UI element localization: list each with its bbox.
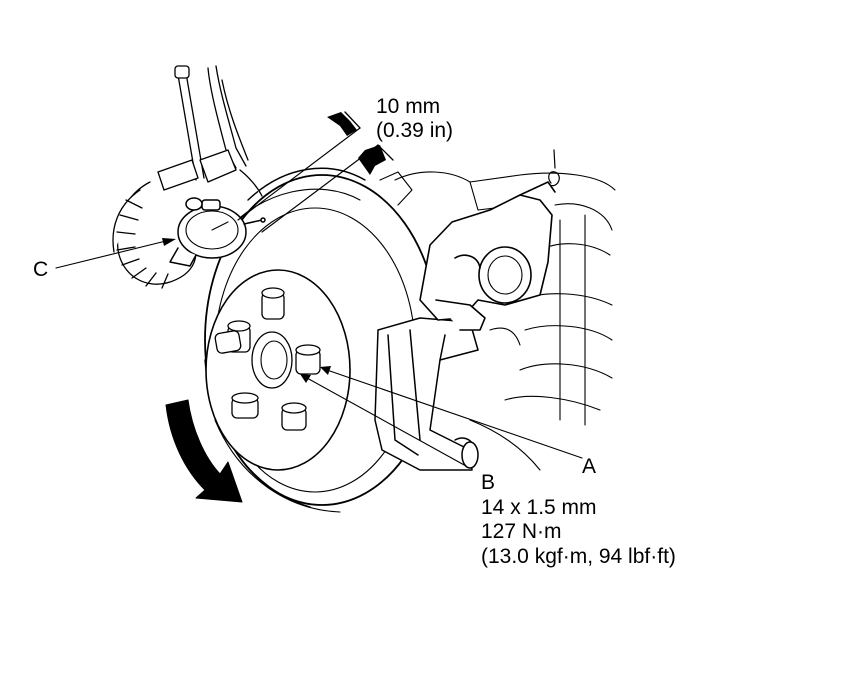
bolt-size: 14 x 1.5 mm — [481, 496, 597, 519]
callout-c: C — [33, 258, 49, 281]
bolt-torque-metric: 127 N·m — [481, 520, 562, 543]
callout-a: A — [582, 455, 597, 478]
wheel-studs — [214, 287, 321, 431]
rotation-arrow — [165, 399, 243, 503]
dimension-metric: 10 mm — [376, 95, 441, 118]
caliper-bracket — [374, 317, 479, 471]
hub — [205, 269, 351, 471]
hanging-wire — [548, 149, 560, 187]
dial-gauge — [169, 197, 266, 267]
brake-caliper — [419, 181, 556, 331]
leader-lines — [55, 239, 583, 467]
dimension-imperial: (0.39 in) — [376, 119, 454, 142]
dimension-arrows — [327, 112, 386, 175]
callout-b: B — [481, 471, 496, 494]
bolt-torque-other: (13.0 kgf·m, 94 lbf·ft) — [481, 545, 676, 568]
dimension-lines — [237, 111, 394, 233]
